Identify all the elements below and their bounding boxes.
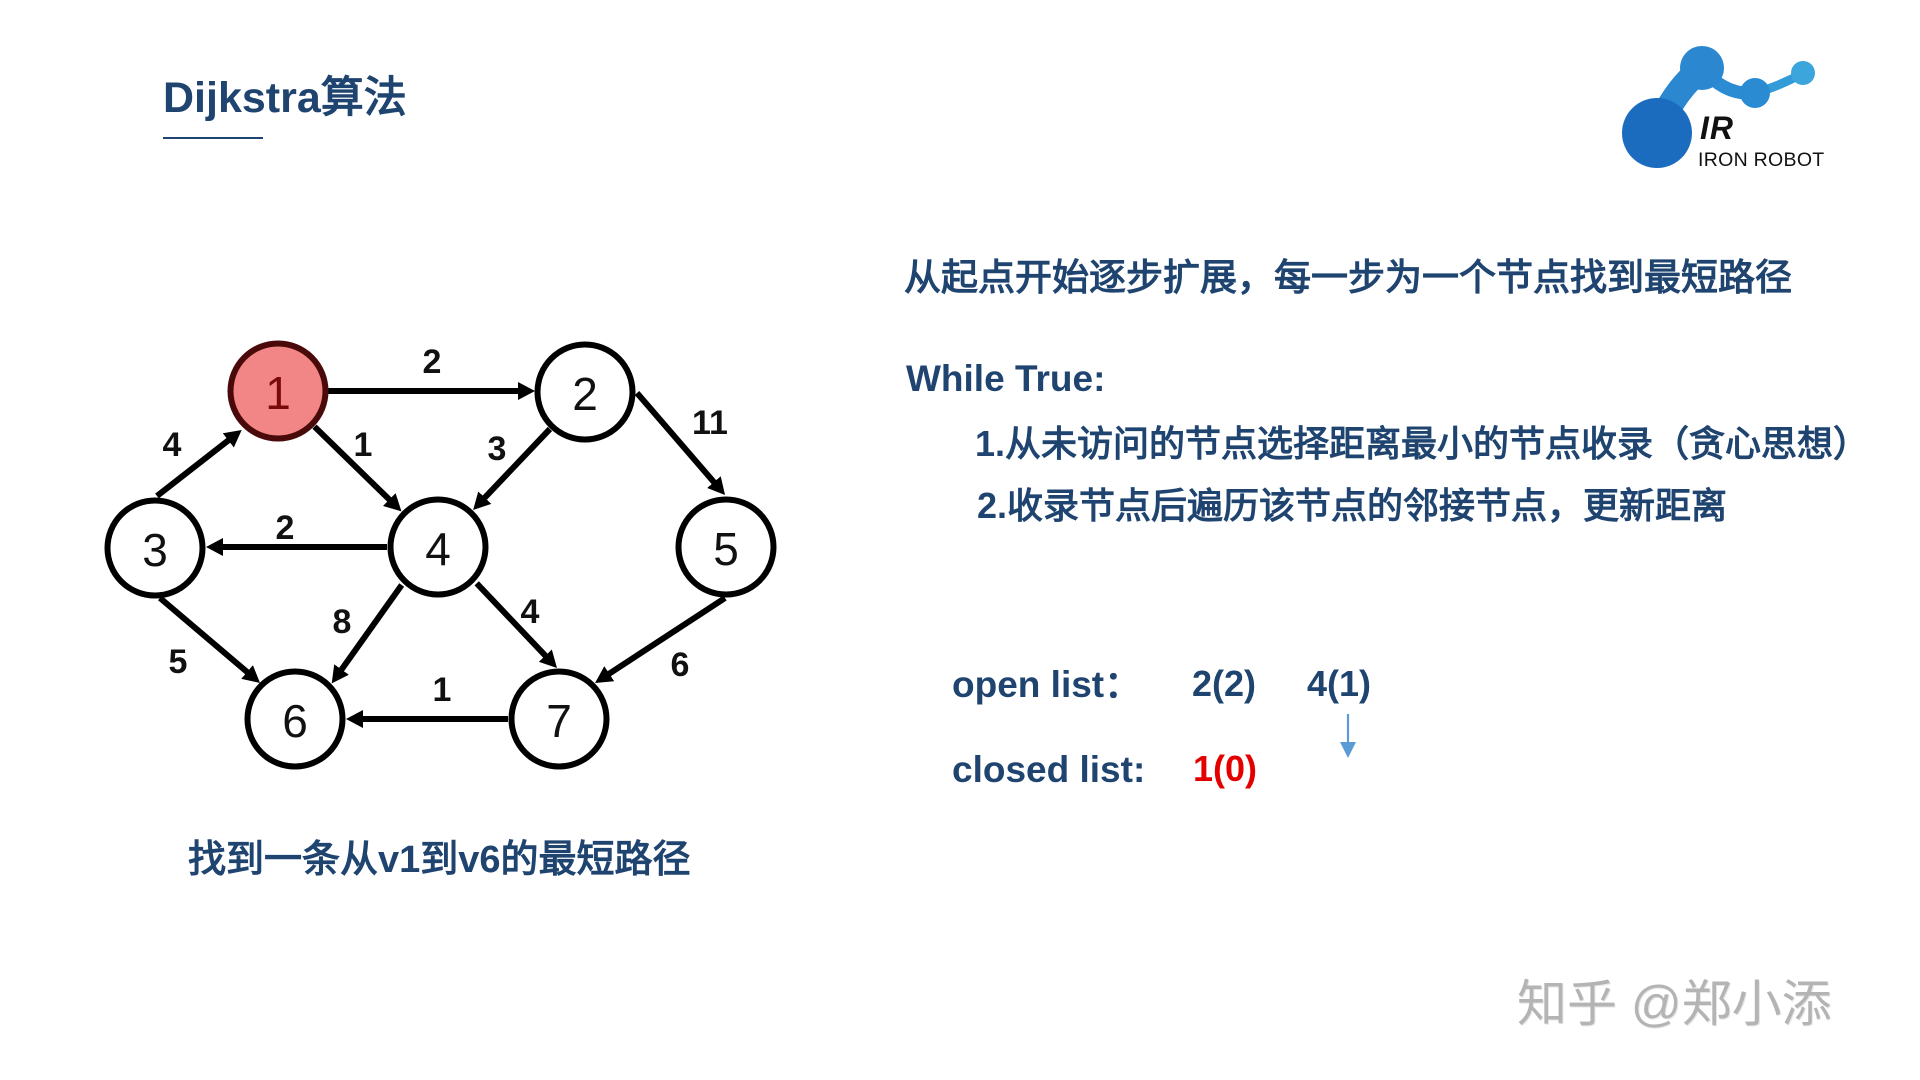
- edge-weight: 2: [423, 343, 442, 381]
- node-label: 6: [282, 695, 308, 747]
- node-label: 1: [265, 367, 291, 419]
- edge-weight: 3: [488, 430, 507, 468]
- algorithm-description: 从起点开始逐步扩展，每一步为一个节点找到最短路径: [904, 257, 1792, 298]
- node-circle: [534, 341, 636, 443]
- edge-weight: 1: [354, 426, 373, 464]
- graph-node-5: 5: [675, 496, 777, 598]
- edge-weight: 11: [692, 404, 728, 442]
- graph-node-7: 7: [508, 668, 610, 770]
- edge-4-to-6: [331, 583, 405, 684]
- open-list-item: 2(2): [1192, 663, 1257, 704]
- edge-3-to-6: [158, 595, 261, 683]
- graph-node-4: 4: [387, 496, 489, 598]
- node-circle: [387, 496, 489, 598]
- node-label: 3: [142, 524, 168, 576]
- edge-weight: 2: [276, 509, 295, 547]
- node-circle: [675, 496, 777, 598]
- logo-mark: IR: [1700, 110, 1734, 146]
- edge-2-to-5: [634, 391, 726, 495]
- node-circle: [508, 668, 610, 770]
- loop-header: While True:: [906, 358, 1106, 399]
- graph-node-6: 6: [244, 668, 346, 770]
- node-circle: [227, 340, 329, 442]
- algorithm-step-1: 1.从未访问的节点选择距离最小的节点收录（贪心思想）: [975, 423, 1870, 464]
- logo-name: IRON ROBOT: [1698, 149, 1825, 171]
- edge-weight: 5: [169, 643, 188, 681]
- edge-5-to-7: [595, 595, 727, 683]
- node-label: 5: [713, 523, 739, 575]
- node-circle: [104, 497, 206, 599]
- closed-list-label: closed list:: [952, 749, 1146, 790]
- edge-1-to-4: [312, 424, 402, 512]
- closed-list-item: 1(0): [1193, 748, 1258, 789]
- algorithm-step-2: 2.收录节点后遍历该节点的邻接节点，更新距离: [977, 485, 1728, 526]
- graph-caption: 找到一条从v1到v6的最短路径: [188, 839, 691, 881]
- graph-node-2: 2: [534, 341, 636, 443]
- node-circle: [244, 668, 346, 770]
- node-label: 7: [546, 695, 572, 747]
- arrow-down-icon: [1340, 714, 1356, 758]
- edge-4-to-7: [474, 581, 557, 668]
- graph-node-1: 1: [227, 340, 329, 442]
- graph-diagram: 2 4 1 3 11 2 5 8 4 6 1 1 2 3 4 5 6 7: [104, 340, 777, 770]
- open-list-label: open list：: [952, 664, 1142, 705]
- graph-node-3: 3: [104, 497, 206, 599]
- edge-3-to-1: [155, 429, 242, 499]
- slide-title: Dijkstra算法: [163, 74, 407, 122]
- watermark: 知乎 @郑小添: [1517, 976, 1832, 1032]
- node-label: 4: [425, 523, 451, 575]
- edge-2-to-4: [473, 426, 553, 510]
- node-label: 2: [572, 368, 598, 420]
- iron-robot-logo-icon: [1622, 46, 1815, 168]
- edge-weight: 8: [333, 603, 352, 641]
- open-list-item: 4(1): [1307, 663, 1372, 704]
- edge-weight: 1: [433, 671, 452, 709]
- edge-weight: 6: [671, 646, 690, 684]
- edge-weight: 4: [521, 593, 540, 631]
- edge-weight: 4: [163, 426, 182, 464]
- title-underline: [163, 137, 263, 139]
